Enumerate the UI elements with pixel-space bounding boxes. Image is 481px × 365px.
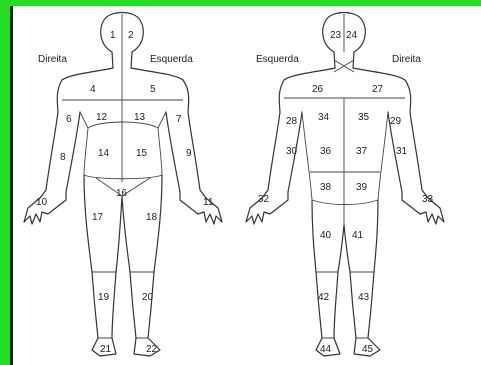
front-region-label: 21 [100, 344, 112, 355]
front-region-label: 6 [66, 114, 72, 125]
front-region-label: 11 [203, 197, 214, 208]
back-region-label: 41 [352, 230, 364, 241]
back-region-label: 36 [320, 146, 332, 157]
back-region-label: 33 [422, 194, 434, 205]
back-region-label: 38 [320, 182, 332, 193]
back-lower-legs-outline [316, 272, 374, 338]
front-region-labels: 1 2 4 5 6 12 13 7 8 14 15 9 10 16 11 17 … [36, 30, 214, 355]
front-region-label: 10 [36, 197, 48, 208]
front-left-side-label: Esquerda [150, 54, 193, 65]
front-left-hand-outline [180, 192, 222, 224]
back-torso-sides [302, 112, 388, 200]
front-region-label: 16 [116, 188, 128, 199]
front-region-label: 8 [60, 152, 66, 163]
front-region-label: 2 [128, 30, 134, 41]
back-region-label: 29 [390, 116, 402, 127]
front-region-label: 19 [98, 292, 110, 303]
back-buttock-line [312, 200, 378, 205]
back-region-label: 31 [396, 146, 408, 157]
front-lower-legs-outline [92, 272, 154, 338]
front-region-label: 12 [96, 112, 108, 123]
back-region-label: 40 [320, 230, 332, 241]
back-region-label: 34 [318, 112, 330, 123]
back-region-label: 26 [312, 84, 324, 95]
back-region-label: 24 [346, 30, 358, 41]
back-region-label: 32 [258, 194, 270, 205]
front-region-label: 17 [92, 212, 104, 223]
back-region-label: 30 [286, 146, 298, 157]
front-region-label: 9 [186, 148, 192, 159]
front-region-label: 4 [90, 84, 96, 95]
front-abdomen-outline [80, 112, 166, 175]
back-region-label: 23 [330, 30, 342, 41]
back-left-side-label: Esquerda [256, 54, 299, 65]
front-region-label: 14 [98, 148, 110, 159]
back-neck-cross [334, 60, 354, 72]
front-torso-outline [57, 68, 188, 112]
front-region-label: 15 [136, 148, 148, 159]
front-right-side-label: Direita [38, 54, 67, 65]
back-region-label: 44 [320, 344, 332, 355]
back-region-label: 35 [358, 112, 370, 123]
back-region-label: 28 [286, 116, 298, 127]
back-region-label: 39 [356, 182, 368, 193]
front-region-label: 5 [150, 84, 156, 95]
back-region-label: 42 [318, 292, 330, 303]
front-region-label: 22 [146, 344, 158, 355]
back-region-label: 27 [372, 84, 384, 95]
back-torso-outline [279, 68, 410, 112]
front-region-label: 1 [110, 30, 116, 41]
back-region-label: 43 [358, 292, 370, 303]
back-region-labels: 23 24 26 27 28 34 35 29 30 36 37 31 32 3… [258, 30, 434, 355]
back-region-label: 37 [356, 146, 368, 157]
back-region-label: 45 [362, 344, 374, 355]
front-region-label: 18 [146, 212, 158, 223]
back-right-side-label: Direita [392, 54, 421, 65]
front-hip-line [84, 175, 162, 179]
front-region-label: 7 [176, 114, 182, 125]
front-region-label: 13 [134, 112, 146, 123]
front-region-label: 20 [142, 292, 154, 303]
